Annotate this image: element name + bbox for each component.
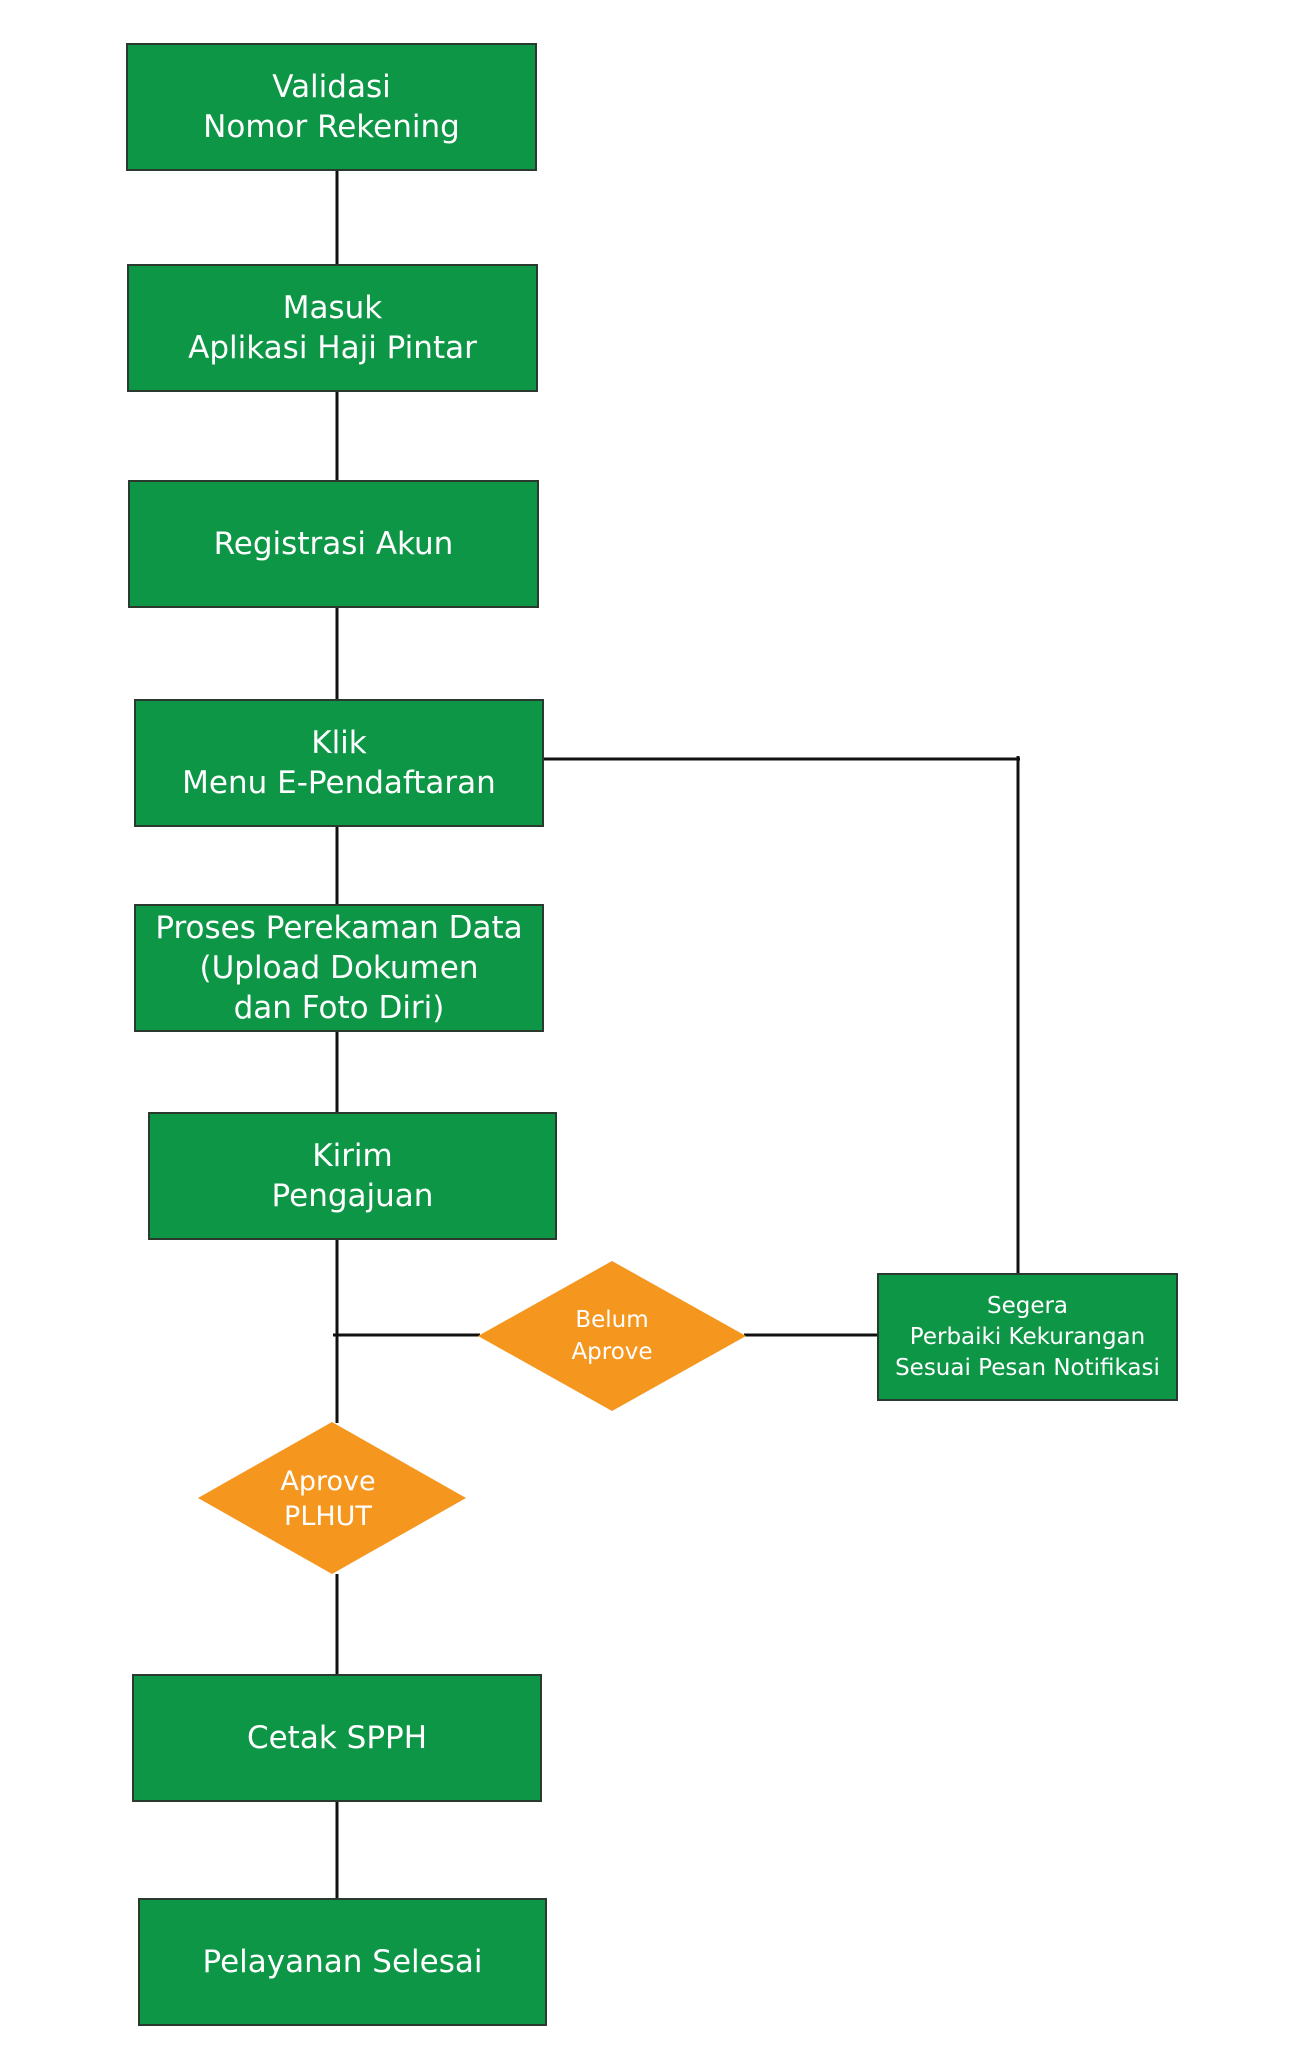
step-segera-line-2: Perbaiki Kekurangan <box>909 1323 1146 1350</box>
step-registrasi-line-1: Registrasi Akun <box>213 526 454 562</box>
step-masuk-line-2: Aplikasi Haji Pintar <box>188 330 477 366</box>
decision-aprove-plhut <box>198 1422 466 1574</box>
step-proses-line-2: (Upload Dokumen <box>199 950 479 986</box>
step-segera-line-3: Sesuai Pesan Notifikasi <box>895 1354 1160 1381</box>
decision-belum-line-2: Aprove <box>571 1339 653 1365</box>
step-kirim-pengajuan: Kirim Pengajuan <box>148 1112 557 1240</box>
decision-plhut-line-1: Aprove <box>280 1466 376 1497</box>
step-segera-line-1: Segera <box>986 1292 1069 1319</box>
step-kirim-line-2: Pengajuan <box>271 1178 434 1214</box>
step-pelayanan-selesai: Pelayanan Selesai <box>138 1898 547 2026</box>
step-selesai-line-1: Pelayanan Selesai <box>202 1944 483 1980</box>
step-registrasi-akun: Registrasi Akun <box>128 480 539 608</box>
step-cetak-line-1: Cetak SPPH <box>246 1720 428 1756</box>
step-masuk-line-1: Masuk <box>282 290 383 326</box>
decision-belum-aprove-label: Belum Aprove <box>532 1300 692 1372</box>
step-klik-line-1: Klik <box>311 725 367 761</box>
step-klik-line-2: Menu E-Pendaftaran <box>182 765 496 801</box>
step-kirim-line-1: Kirim <box>312 1138 393 1174</box>
decision-belum-aprove <box>478 1261 746 1411</box>
step-proses-line-3: dan Foto Diri) <box>233 990 445 1026</box>
step-validasi-line-1: Validasi <box>272 69 391 105</box>
decision-plhut-line-2: PLHUT <box>284 1501 372 1532</box>
step-klik-menu: Klik Menu E-Pendaftaran <box>134 699 544 827</box>
step-validasi-line-2: Nomor Rekening <box>203 109 460 145</box>
step-proses-line-1: Proses Perekaman Data <box>155 910 523 946</box>
step-validasi-nomor-rekening: Validasi Nomor Rekening <box>126 43 537 171</box>
step-proses-perekaman: Proses Perekaman Data (Upload Dokumen da… <box>134 904 544 1032</box>
decision-aprove-plhut-label: Aprove PLHUT <box>248 1461 408 1537</box>
step-segera-perbaiki: Segera Perbaiki Kekurangan Sesuai Pesan … <box>877 1273 1178 1401</box>
step-cetak-spph: Cetak SPPH <box>132 1674 542 1802</box>
decision-belum-line-1: Belum <box>575 1307 649 1333</box>
step-masuk-aplikasi: Masuk Aplikasi Haji Pintar <box>127 264 538 392</box>
